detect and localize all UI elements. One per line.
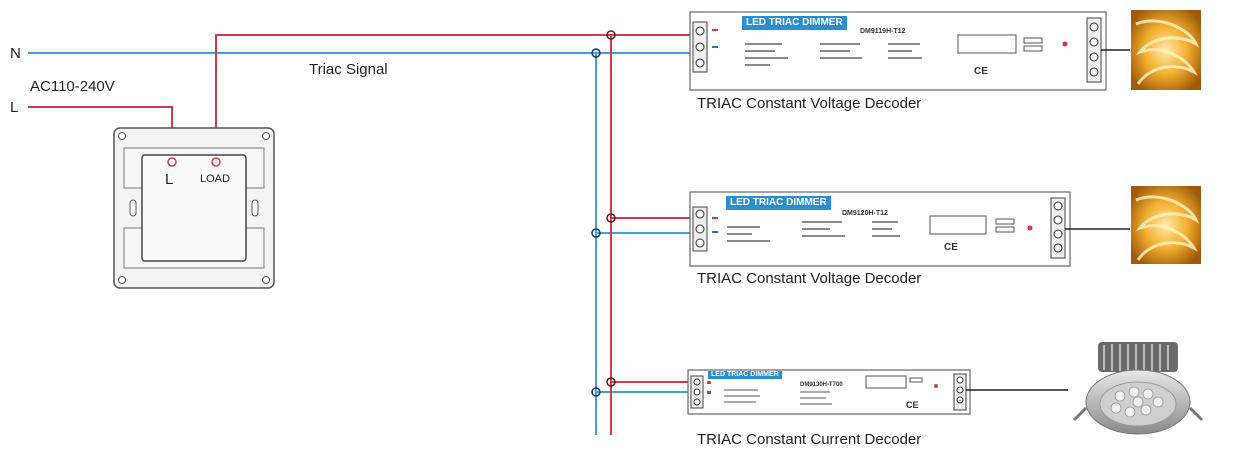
line-label: L (10, 99, 19, 116)
switch-l-terminal-label: L (165, 171, 174, 188)
ce-mark: CE (944, 242, 958, 253)
voltage-label: AC110-240V (30, 78, 115, 95)
led-strip-icon (1131, 10, 1201, 90)
decoder-tag: LED TRIAC DIMMER (742, 16, 847, 30)
neutral-label: N (10, 45, 21, 62)
decoder-caption: TRIAC Constant Current Decoder (697, 431, 922, 448)
decoder-caption: TRIAC Constant Voltage Decoder (697, 270, 922, 287)
decoder-tag: LED TRIAC DIMMER (708, 371, 782, 380)
decoder-model: DM9130H-T700 (800, 382, 843, 388)
decoder-module (687, 369, 971, 415)
decoder-module (689, 191, 1071, 267)
ce-mark: CE (906, 400, 919, 410)
output-wires (966, 49, 1130, 391)
led-downlight-icon (1072, 342, 1204, 435)
live-wires (28, 34, 693, 435)
wall-dimmer-switch-icon (113, 127, 275, 289)
junction-dots (591, 30, 616, 397)
triac-signal-label: Triac Signal (309, 61, 388, 78)
decoder-caption: TRIAC Constant Voltage Decoder (697, 95, 922, 112)
decoder-model: DM9120H-T12 (842, 210, 888, 217)
decoder-tag: LED TRIAC DIMMER (726, 196, 831, 210)
led-strip-icon (1131, 186, 1201, 264)
decoder-model: DM9119H-T12 (860, 28, 906, 35)
switch-load-terminal-label: LOAD (200, 173, 230, 185)
neutral-wires (28, 52, 693, 435)
ce-mark: CE (974, 66, 988, 77)
